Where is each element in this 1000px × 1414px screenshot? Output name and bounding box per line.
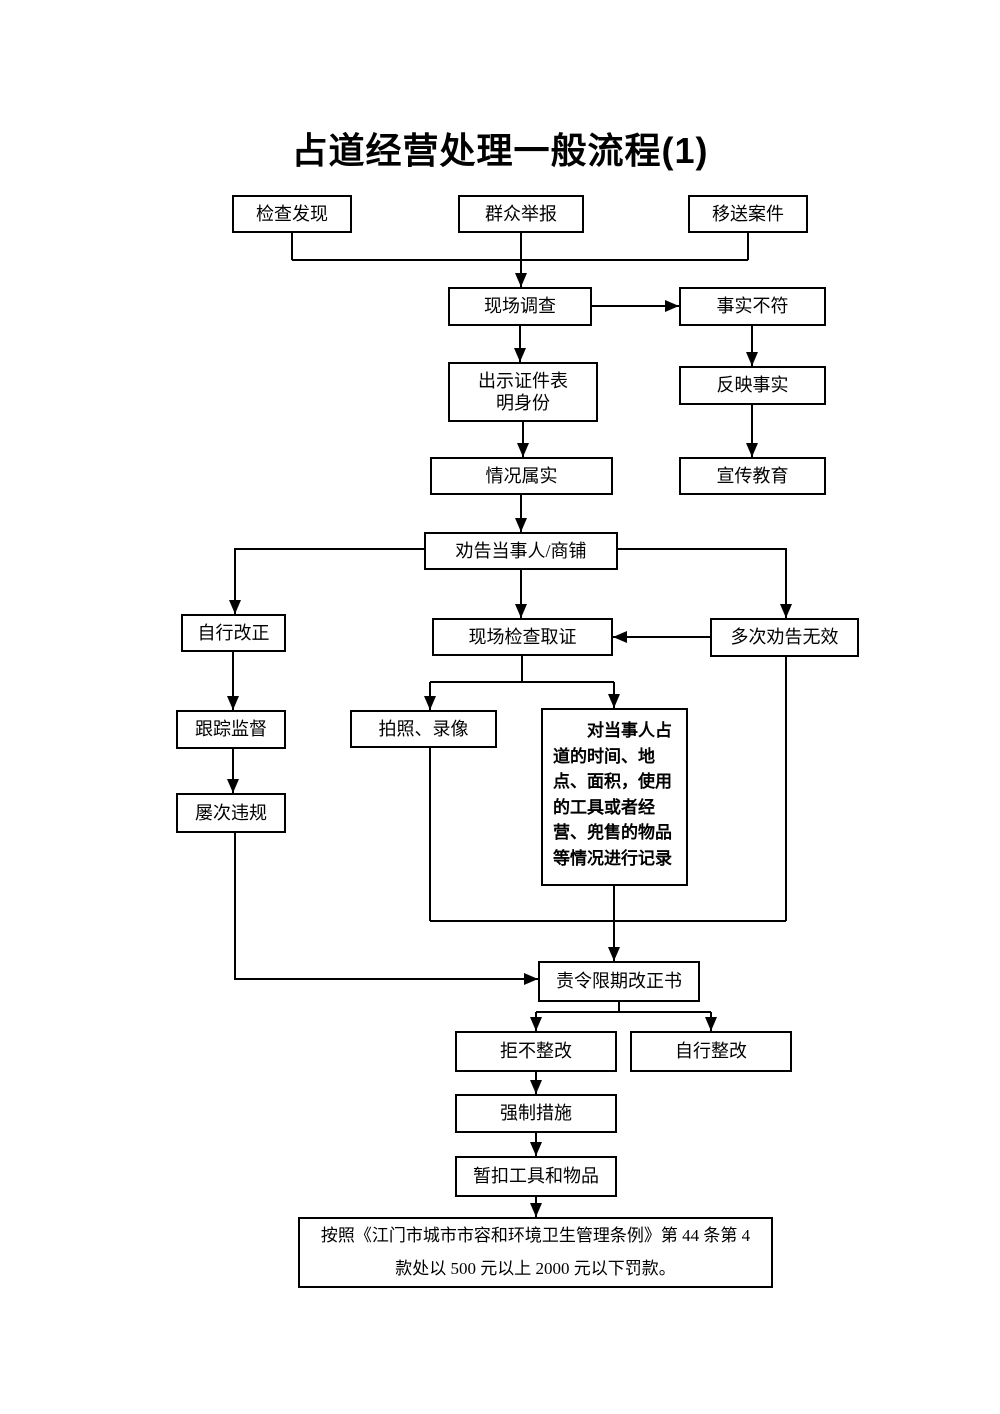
node-advise-parties: 劝告当事人/商铺 bbox=[424, 532, 618, 570]
node-situation-verified: 情况属实 bbox=[430, 457, 613, 495]
node-seize-tools-goods: 暂扣工具和物品 bbox=[455, 1156, 617, 1197]
node-onsite-evidence: 现场检查取证 bbox=[432, 618, 613, 656]
node-compulsory-measures: 强制措施 bbox=[455, 1094, 617, 1133]
node-repeated-violations: 屡次违规 bbox=[176, 793, 286, 833]
node-refuse-rectify: 拒不整改 bbox=[455, 1031, 617, 1072]
node-publicity-education: 宣传教育 bbox=[679, 457, 826, 495]
node-facts-mismatch: 事实不符 bbox=[679, 287, 826, 326]
node-repeated-advice-invalid: 多次劝告无效 bbox=[710, 618, 859, 657]
node-penalty-clause: 按照《江门市城市市容和环境卫生管理条例》第 44 条第 4 款处以 500 元以… bbox=[298, 1217, 773, 1288]
node-show-credentials: 出示证件表明身份 bbox=[448, 362, 598, 422]
connector-lines bbox=[227, 233, 792, 1217]
node-transferred-case: 移送案件 bbox=[688, 195, 808, 233]
node-public-report: 群众举报 bbox=[458, 195, 584, 233]
node-self-rectify: 自行整改 bbox=[630, 1031, 792, 1072]
node-photo-video: 拍照、录像 bbox=[350, 710, 497, 748]
node-correction-order: 责令限期改正书 bbox=[538, 961, 700, 1002]
node-track-supervision: 跟踪监督 bbox=[176, 710, 286, 749]
flowchart-title: 占道经营处理一般流程(1) bbox=[291, 130, 709, 171]
node-site-investigation: 现场调查 bbox=[448, 287, 592, 326]
node-reflect-facts: 反映事实 bbox=[679, 366, 826, 405]
node-self-correction: 自行改正 bbox=[181, 614, 286, 652]
node-record-details: 对当事人占道的时间、地点、面积，使用的工具或者经营、兜售的物品等情况进行记录 bbox=[541, 708, 688, 886]
node-inspection-discovery: 检查发现 bbox=[232, 195, 352, 233]
